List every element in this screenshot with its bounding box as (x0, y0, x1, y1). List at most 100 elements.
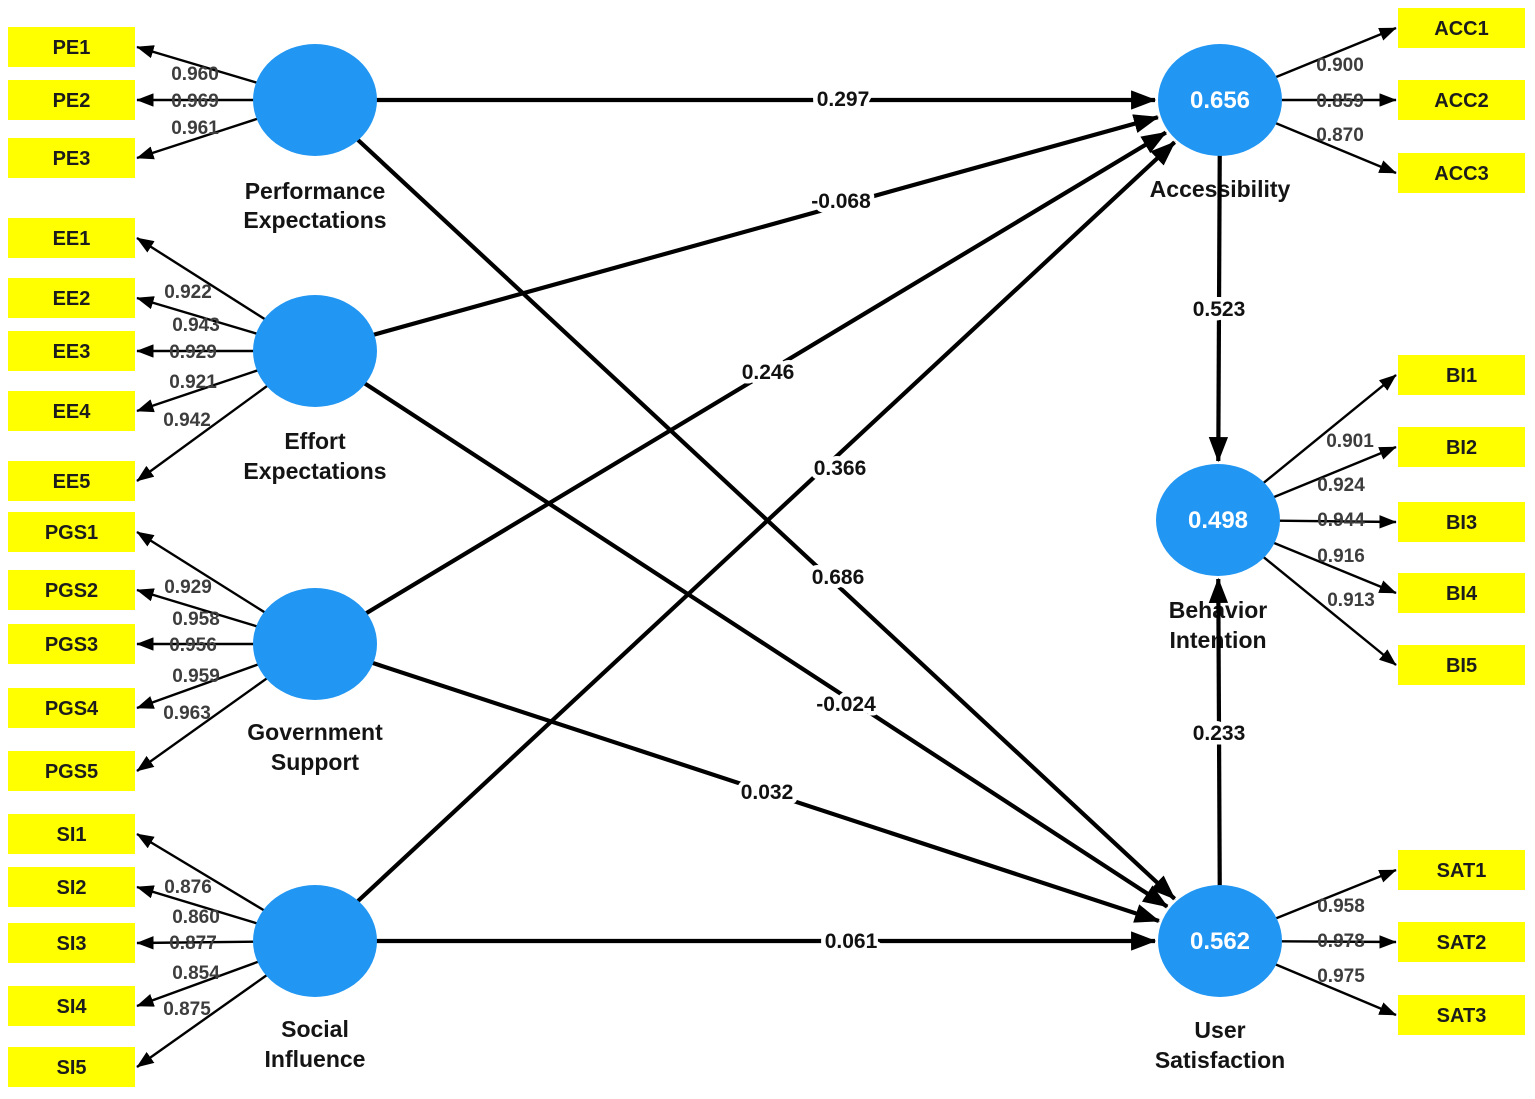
construct-name-text: Government (247, 719, 383, 745)
path-coefficients: 0.297-0.0680.2460.3660.686-0.0240.0320.0… (736, 84, 1250, 958)
indicator-label-BI3: BI3 (1446, 512, 1477, 534)
indicator-label-SAT2: SAT2 (1437, 932, 1487, 954)
indicator-label-ACC2: ACC2 (1434, 90, 1488, 112)
indicator-label-SAT3: SAT3 (1437, 1005, 1487, 1027)
path-coefficient-government-support-to-user-satisfaction: 0.032 (741, 781, 794, 804)
indicator-label-BI4: BI4 (1446, 583, 1478, 605)
path-coefficient-effort-expectations-to-user-satisfaction: -0.024 (816, 693, 876, 716)
loading-arrow-ACC1 (1274, 26, 1397, 79)
r-squared-user-satisfaction: 0.562 (1190, 928, 1250, 955)
loading-value-EE1: 0.922 (164, 282, 212, 303)
indicator-label-PGS3: PGS3 (45, 634, 98, 656)
loading-arrow-EE4 (136, 368, 260, 413)
loading-arrow-PE1 (136, 45, 259, 85)
latent-government-support (253, 588, 377, 700)
path-coefficient-performance-expectations-to-accessibility: 0.297 (817, 88, 870, 111)
loading-value-ACC1: 0.900 (1316, 55, 1364, 76)
construct-name-text: Performance (245, 178, 386, 204)
loading-value-EE2: 0.943 (172, 315, 220, 336)
loading-arrow-SAT3 (1273, 962, 1397, 1017)
structural-paths (354, 90, 1229, 951)
loading-arrow-PE3 (136, 117, 259, 160)
loading-value-PE2: 0.969 (171, 91, 219, 112)
indicator-box-PGS2 (8, 570, 135, 610)
loading-value-BI4: 0.916 (1317, 546, 1365, 567)
loading-value-SI2: 0.860 (172, 907, 220, 928)
path-arrow-social-influence-to-accessibility (354, 140, 1177, 905)
construct-name-text: Satisfaction (1155, 1047, 1285, 1073)
loading-value-EE5: 0.942 (163, 410, 211, 431)
construct-name-text: Social (281, 1016, 349, 1042)
indicator-label-SI1: SI1 (56, 824, 86, 846)
construct-name-text: Influence (265, 1046, 366, 1072)
indicator-label-EE4: EE4 (53, 401, 92, 423)
indicator-label-PGS4: PGS4 (45, 698, 99, 720)
loading-arrow-PGS5 (136, 676, 269, 772)
indicator-label-PGS2: PGS2 (45, 580, 98, 602)
indicator-label-SI4: SI4 (56, 996, 87, 1018)
indicator-box-SAT1 (1398, 850, 1525, 890)
indicator-box-BI3 (1398, 502, 1525, 542)
loading-value-PE1: 0.960 (171, 64, 219, 85)
indicator-box-BI2 (1398, 427, 1525, 467)
indicator-label-PE1: PE1 (53, 37, 91, 59)
indicator-label-BI2: BI2 (1446, 437, 1477, 459)
loading-value-SI5: 0.875 (163, 999, 211, 1020)
loading-value-PGS1: 0.929 (164, 577, 212, 598)
indicator-label-BI1: BI1 (1446, 365, 1477, 387)
indicator-label-PGS1: PGS1 (45, 522, 98, 544)
indicator-box-SI3 (8, 923, 135, 963)
latent-effort-expectations (253, 295, 377, 407)
loading-value-SI4: 0.854 (172, 963, 220, 984)
path-arrow-accessibility-to-behavior-intention (1208, 152, 1229, 463)
path-coefficient-social-influence-to-user-satisfaction: 0.061 (825, 930, 878, 953)
loading-arrow-BI4 (1272, 541, 1397, 595)
construct-name-text: User (1194, 1017, 1245, 1043)
indicator-label-PGS5: PGS5 (45, 761, 98, 783)
path-arrow-effort-expectations-to-accessibility (370, 114, 1160, 338)
construct-name-text: Support (271, 749, 359, 775)
loading-arrow-SI4 (136, 960, 260, 1008)
loading-arrow-EE5 (136, 384, 270, 482)
latent-performance-expectations (253, 44, 377, 156)
path-coefficient-performance-expectations-to-user-satisfaction: 0.686 (812, 566, 865, 589)
indicator-box-EE5 (8, 461, 135, 501)
indicator-box-ACC2 (1398, 80, 1525, 120)
indicator-label-SI5: SI5 (56, 1057, 86, 1079)
indicator-box-SI5 (8, 1047, 135, 1087)
indicator-box-SI4 (8, 986, 135, 1026)
indicator-box-PGS5 (8, 751, 135, 791)
indicator-label-PE2: PE2 (53, 90, 91, 112)
indicator-box-EE4 (8, 391, 135, 431)
construct-name-text: Expectations (243, 458, 386, 484)
indicator-box-PGS3 (8, 624, 135, 664)
indicator-label-ACC3: ACC3 (1434, 163, 1488, 185)
loading-arrow-SAT1 (1274, 868, 1397, 921)
indicator-label-ACC1: ACC1 (1434, 18, 1488, 40)
indicator-label-BI5: BI5 (1446, 655, 1477, 677)
latent-user-satisfaction (1158, 885, 1282, 997)
path-arrow-effort-expectations-to-user-satisfaction (361, 380, 1169, 909)
indicator-box-ACC1 (1398, 8, 1525, 48)
loading-arrow-SI5 (136, 973, 269, 1068)
loading-value-EE4: 0.921 (169, 372, 217, 393)
loading-arrow-BI1 (1261, 374, 1397, 485)
loading-value-SI3: 0.877 (169, 933, 217, 954)
indicator-box-PGS4 (8, 688, 135, 728)
loading-value-ACC3: 0.870 (1316, 125, 1364, 146)
indicator-box-EE3 (8, 331, 135, 371)
path-arrow-government-support-to-accessibility (362, 130, 1167, 617)
path-coefficient-user-satisfaction-to-behavior-intention: 0.233 (1193, 722, 1246, 745)
indicator-box-PE1 (8, 27, 135, 67)
indicator-label-EE2: EE2 (53, 288, 91, 310)
indicator-label-SI2: SI2 (56, 877, 86, 899)
